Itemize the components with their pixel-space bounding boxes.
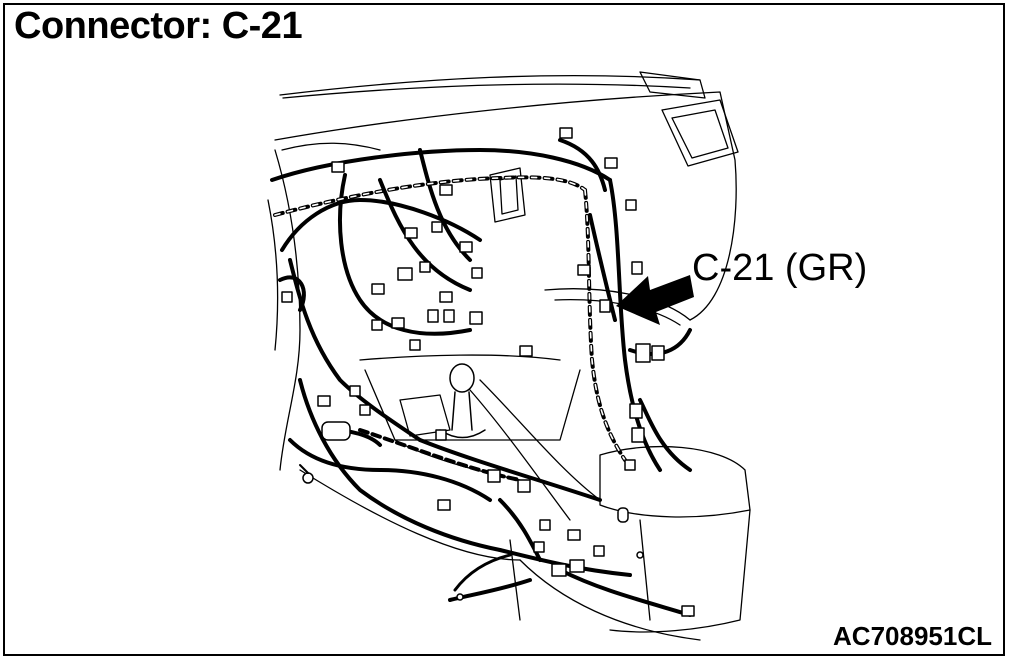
- connector-callout-label: C-21 (GR): [692, 247, 868, 289]
- gear-shift-knob: [439, 363, 486, 439]
- dashboard-outline: [267, 71, 751, 641]
- diagram-title: Connector: C-21: [14, 5, 303, 47]
- figure-id: AC708951CL: [833, 621, 992, 652]
- connector-blocks: [281, 127, 695, 617]
- diagram-frame: [3, 3, 1005, 656]
- ground-terminals: [302, 472, 644, 601]
- wiring-harness: [270, 138, 692, 617]
- callout-arrow: [616, 275, 694, 325]
